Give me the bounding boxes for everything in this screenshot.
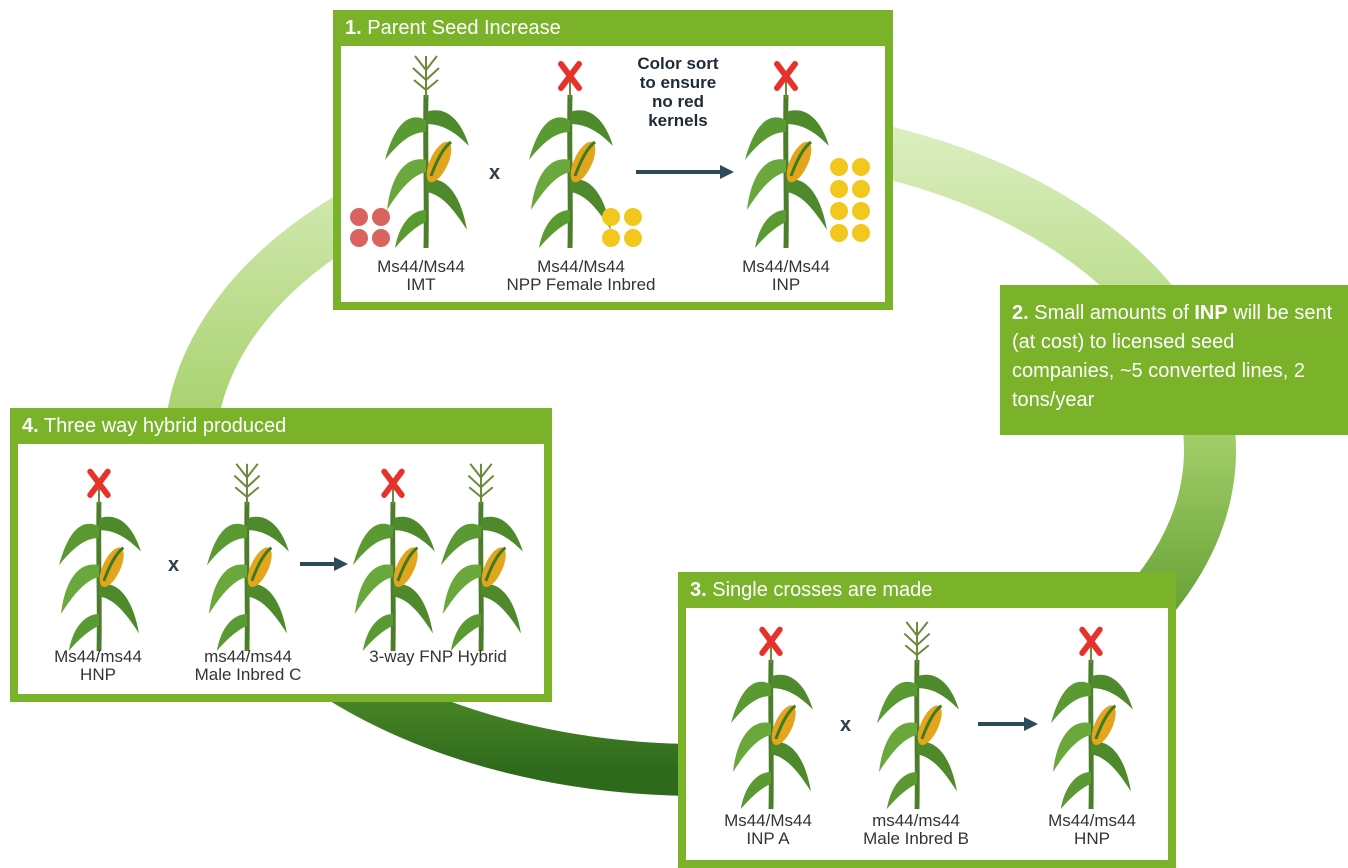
corn-plant-inp-a (726, 616, 816, 811)
yellow-seeds-icon (602, 208, 642, 247)
arrow-right-icon (300, 557, 348, 571)
panel-3-title: 3. Single crosses are made (690, 579, 933, 601)
cross-symbol: x (489, 162, 501, 184)
red-seeds-icon (350, 208, 390, 247)
label-3-way-fnp-hybrid: 3-way FNP Hybrid (369, 647, 507, 666)
panel-1-title: 1. Parent Seed Increase (345, 17, 561, 39)
corn-plant-male-inbred-b (872, 616, 962, 811)
panel-4-title: 4. Three way hybrid produced (22, 415, 287, 437)
cross-symbol: x (840, 714, 852, 736)
corn-plant-hnp (54, 458, 144, 653)
info-box-step-2: 2. Small amounts of INP will be sent (at… (1000, 285, 1348, 435)
cross-symbol: x (168, 554, 180, 576)
arrow-right-icon (636, 165, 734, 179)
corn-plant-fnp-hybrid-2 (436, 458, 526, 653)
yellow-seeds-icon (830, 158, 870, 242)
corn-plant-male-inbred-c (202, 458, 292, 653)
arrow-right-icon (978, 717, 1038, 731)
corn-plant-inp (741, 50, 831, 250)
corn-plant-fnp-hybrid-1 (348, 458, 438, 653)
corn-plant-hnp-result (1046, 616, 1136, 811)
